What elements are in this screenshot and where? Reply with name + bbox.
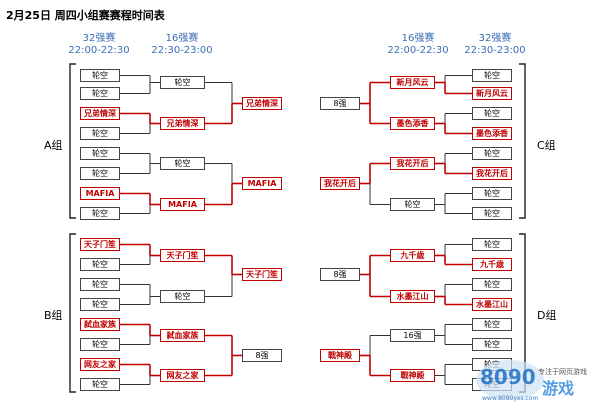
- team-box: 墨色添香: [472, 127, 512, 140]
- team-box: 8强: [242, 349, 282, 362]
- team-box: 8强: [320, 268, 360, 281]
- team-box: 兄弟情深: [160, 117, 205, 130]
- round-header-left-32: 32强赛 22:00-22:30: [54, 33, 144, 57]
- team-box: 戰神殿: [320, 349, 360, 362]
- team-box: 轮空: [80, 69, 120, 82]
- team-box: 轮空: [80, 207, 120, 220]
- team-box: 水墨江山: [390, 290, 435, 303]
- team-box: MAFIA: [242, 177, 282, 190]
- team-box: 16强: [390, 329, 435, 342]
- team-box: 8强: [320, 97, 360, 110]
- team-box: 天子门笙: [80, 238, 120, 251]
- team-box: 轮空: [472, 69, 512, 82]
- page-title: 2月25日 周四小组赛赛程时间表: [6, 9, 165, 22]
- team-box: 轮空: [80, 278, 120, 291]
- svg-text:专注于网页游戏: 专注于网页游戏: [538, 367, 587, 376]
- team-box: 新月风云: [390, 76, 435, 89]
- team-box: 轮空: [80, 258, 120, 271]
- group-label-d: D组: [537, 309, 557, 322]
- team-box: 我花开后: [390, 157, 435, 170]
- round-time: 22:30-23:00: [151, 45, 213, 56]
- round-header-right-16: 16强赛 22:00-22:30: [373, 33, 463, 57]
- round-header-right-32: 32强赛 22:30-23:00: [450, 33, 540, 57]
- team-box: 轮空: [472, 147, 512, 160]
- team-box: 轮空: [80, 87, 120, 100]
- svg-text:游戏: 游戏: [542, 379, 574, 398]
- team-box: MAFIA: [160, 198, 205, 211]
- team-box: 墨色添香: [390, 117, 435, 130]
- team-box: 轮空: [472, 238, 512, 251]
- team-box: 轮空: [80, 338, 120, 351]
- team-box: 轮空: [472, 187, 512, 200]
- group-label-c: C组: [537, 139, 556, 152]
- team-box: 我花开后: [472, 167, 512, 180]
- team-box: 弑血家族: [80, 318, 120, 331]
- team-box: 轮空: [80, 127, 120, 140]
- team-box: 轮空: [160, 76, 205, 89]
- team-box: 九千歳: [390, 249, 435, 262]
- team-box: 网友之家: [80, 358, 120, 371]
- svg-text:www.8090yxs.com: www.8090yxs.com: [482, 395, 538, 402]
- team-box: 弑血家族: [160, 329, 205, 342]
- round-name: 16强赛: [401, 33, 435, 44]
- team-box: 兄弟情深: [80, 107, 120, 120]
- team-box: 戰神殿: [390, 369, 435, 382]
- round-time: 22:00-22:30: [68, 45, 130, 56]
- team-box: 新月风云: [472, 87, 512, 100]
- group-brace: [69, 63, 76, 219]
- team-box: 天子门笙: [160, 249, 205, 262]
- team-box: 轮空: [80, 298, 120, 311]
- group-brace: [69, 233, 76, 393]
- team-box: 轮空: [472, 207, 512, 220]
- team-box: 九千歳: [472, 258, 512, 271]
- team-box: 网友之家: [160, 369, 205, 382]
- team-box: MAFIA: [80, 187, 120, 200]
- team-box: 轮空: [472, 318, 512, 331]
- group-label-a: A组: [44, 139, 63, 152]
- team-box: 轮空: [80, 378, 120, 391]
- team-box: 轮空: [472, 278, 512, 291]
- team-box: 轮空: [160, 157, 205, 170]
- group-label-b: B组: [44, 309, 63, 322]
- team-box: 轮空: [160, 290, 205, 303]
- team-box: 轮空: [390, 198, 435, 211]
- team-box: 轮空: [472, 338, 512, 351]
- team-box: 水墨江山: [472, 298, 512, 311]
- round-time: 22:00-22:30: [387, 45, 449, 56]
- team-box: 轮空: [472, 107, 512, 120]
- round-name: 32强赛: [82, 33, 116, 44]
- svg-text:8090: 8090: [480, 365, 536, 389]
- round-header-left-16: 16强赛 22:30-23:00: [137, 33, 227, 57]
- team-box: 兄弟情深: [242, 97, 282, 110]
- team-box: 天子门笙: [242, 268, 282, 281]
- round-time: 22:30-23:00: [464, 45, 526, 56]
- round-name: 32强赛: [478, 33, 512, 44]
- team-box: 轮空: [80, 147, 120, 160]
- watermark-logo-icon: 8090 专注于网页游戏 游戏 www.8090yxs.com: [476, 360, 587, 402]
- site-watermark: 8090 专注于网页游戏 游戏 www.8090yxs.com: [472, 354, 594, 404]
- round-name: 16强赛: [165, 33, 199, 44]
- group-brace: [519, 63, 526, 219]
- team-box: 轮空: [80, 167, 120, 180]
- team-box: 我花开后: [320, 177, 360, 190]
